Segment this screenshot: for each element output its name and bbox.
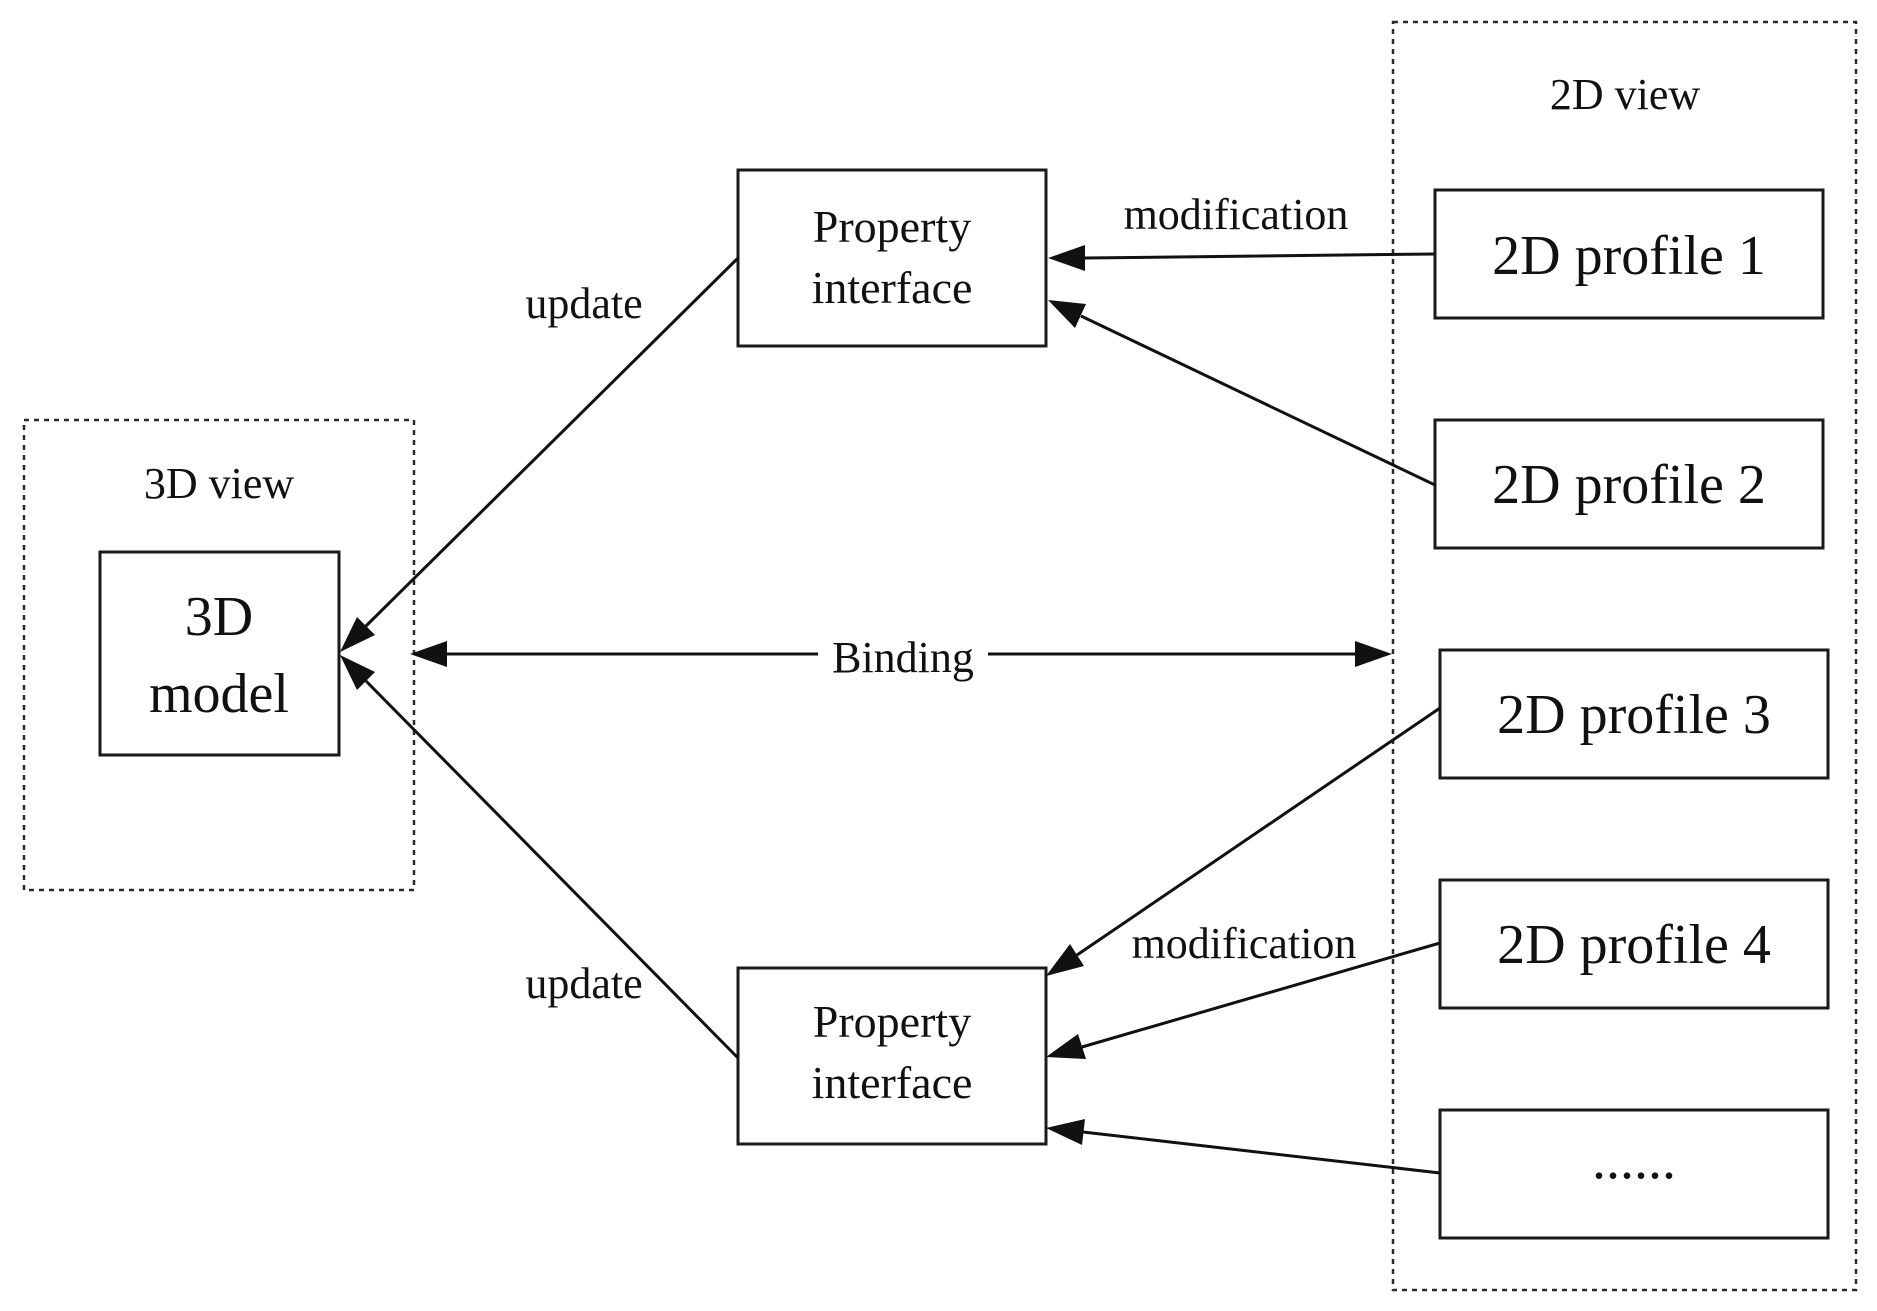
property-interface-bottom-line2: interface xyxy=(812,1057,973,1108)
edge-binding: Binding xyxy=(410,626,1392,682)
binding-label: Binding xyxy=(832,633,974,682)
arrowhead xyxy=(1048,300,1086,328)
arrowhead-left xyxy=(410,641,447,667)
update-label-bottom: update xyxy=(525,959,642,1008)
arrowhead xyxy=(1046,1119,1085,1145)
arrowhead-right xyxy=(1355,641,1392,667)
edge-profile1-to-prop-top xyxy=(1048,245,1436,271)
edge-profile-more-to-prop-bottom xyxy=(1046,1119,1441,1175)
property-interface-top: Property interface xyxy=(736,168,1048,348)
edge-profile3-to-prop-bottom xyxy=(1046,706,1441,976)
profile-3-node: 2D profile 3 xyxy=(1438,648,1830,780)
property-interface-top-line1: Property xyxy=(813,201,971,252)
model-3d-node: 3D model xyxy=(98,550,341,757)
profile-1-label: 2D profile 1 xyxy=(1492,225,1766,287)
edge-prop-bottom-to-model xyxy=(340,655,740,1060)
group-3d-view: 3D view xyxy=(22,418,416,892)
arrowhead xyxy=(1046,1034,1086,1059)
profile-2-label: 2D profile 2 xyxy=(1492,454,1766,516)
arrowhead xyxy=(340,617,375,652)
arrowhead xyxy=(1048,245,1085,271)
profile-4-label: 2D profile 4 xyxy=(1497,914,1771,976)
modification-label-bottom: modification xyxy=(1132,919,1357,968)
group-2d-view: 2D view xyxy=(1391,20,1858,1292)
arrowhead xyxy=(340,655,375,690)
group-3d-view-label: 3D view xyxy=(144,459,295,508)
profile-4-node: 2D profile 4 xyxy=(1438,878,1830,1010)
property-interface-top-line2: interface xyxy=(812,262,973,313)
edge-prop-top-to-model xyxy=(340,256,740,652)
model-3d-label-line2: model xyxy=(149,663,289,725)
profile-2-node: 2D profile 2 xyxy=(1433,418,1825,550)
update-label-top: update xyxy=(525,279,642,328)
model-3d-label-line1: 3D xyxy=(185,586,253,648)
profile-1-node: 2D profile 1 xyxy=(1433,188,1825,320)
profile-3-label: 2D profile 3 xyxy=(1497,684,1771,746)
edge-profile4-to-prop-bottom xyxy=(1046,941,1441,1059)
group-2d-view-label: 2D view xyxy=(1550,70,1701,119)
profile-more-node: ...... xyxy=(1438,1108,1830,1240)
property-interface-bottom: Property interface xyxy=(736,966,1048,1146)
property-interface-bottom-line1: Property xyxy=(813,996,971,1047)
modification-label-top: modification xyxy=(1124,190,1349,239)
profile-more-label: ...... xyxy=(1592,1129,1676,1191)
arrowhead xyxy=(1046,944,1084,976)
edge-profile2-to-prop-top xyxy=(1048,300,1436,487)
